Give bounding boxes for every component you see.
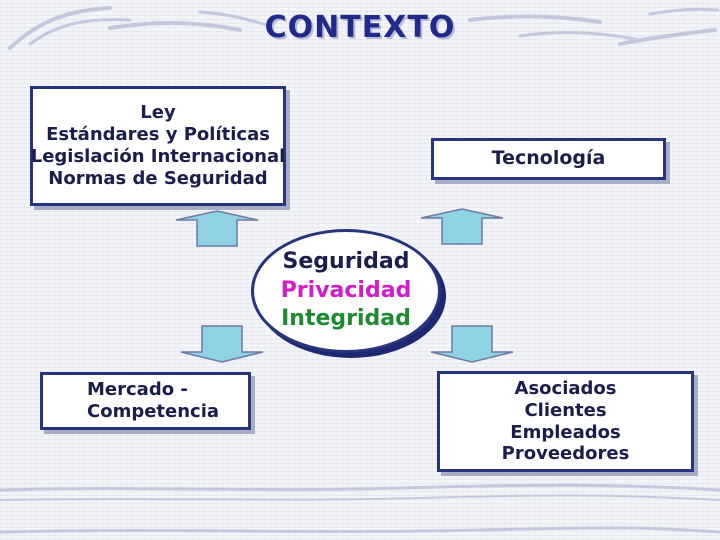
stakeholders-line-2: Clientes (524, 399, 607, 421)
stakeholders-line-4: Proveedores (501, 443, 630, 465)
stakeholders-box: Asociados Clientes Empleados Proveedores (437, 371, 694, 472)
market-line-1: Mercado - (87, 379, 188, 401)
arrow-down-left-icon (180, 325, 264, 363)
market-line-2: Competencia (87, 401, 220, 422)
law-box: Ley Estándares y Políticas Legislación I… (30, 86, 286, 206)
center-security: Seguridad (282, 249, 410, 275)
technology-box: Tecnología (431, 138, 666, 180)
law-line-3: Legislación Internacional (30, 146, 286, 167)
arrow-up-left-icon (175, 210, 259, 247)
page-title: CONTEXTO (264, 10, 456, 45)
technology-label: Tecnología (491, 147, 606, 170)
arrow-up-right-icon (420, 208, 504, 245)
law-line-1: Ley (140, 102, 176, 124)
center-integrity: Integridad (281, 306, 411, 332)
center-privacy: Privacidad (280, 277, 412, 303)
arrow-down-right-icon (430, 325, 514, 363)
stakeholders-line-3: Empleados (510, 421, 621, 443)
law-line-2: Estándares y Políticas (46, 124, 270, 146)
center-oval: Seguridad Privacidad Integridad (251, 229, 441, 353)
market-box: Mercado - Competencia (40, 372, 251, 430)
law-line-4: Normas de Seguridad (48, 167, 268, 189)
stakeholders-line-1: Asociados (514, 377, 617, 399)
